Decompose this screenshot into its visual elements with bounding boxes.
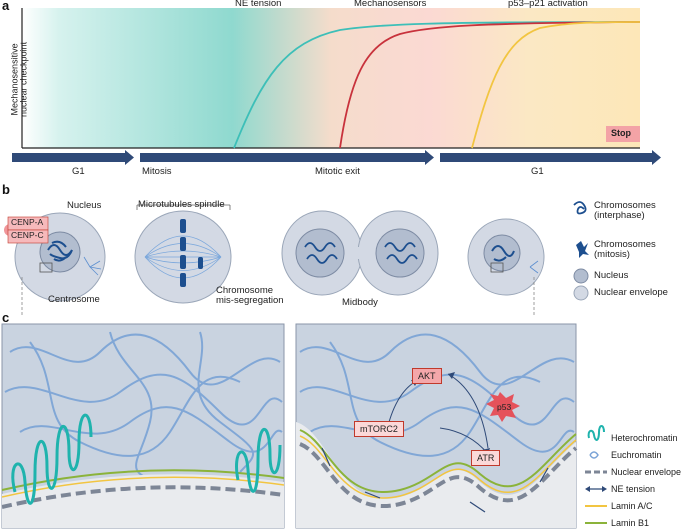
phase-arrow-g1 <box>12 150 134 165</box>
legend-lamin-b1: Lamin B1 <box>611 518 650 528</box>
label-ne-tension: NE tension <box>235 0 282 9</box>
cenp-badge <box>4 216 49 244</box>
plot-background <box>22 8 640 148</box>
missegregation-line2: mis-segregation <box>216 294 284 306</box>
stop-label: Stop <box>611 128 631 138</box>
legend-heterochromatin: Heterochromatin <box>611 433 678 443</box>
nuclear-envelope-legend-icon <box>573 285 589 301</box>
ne-tension-curve <box>233 21 641 149</box>
heterochromatin-legend-icon <box>587 425 605 441</box>
missegregation-label: Chromosome mis-segregation <box>216 286 284 306</box>
checkpoint-timeline-plot <box>12 8 661 165</box>
y-axis-label-line2: nuclear checkpoint <box>19 41 29 117</box>
nucleus-label: Nucleus <box>67 200 102 211</box>
legend-chrom-interphase: Chromosomes (interphase) <box>594 201 656 221</box>
heterochromatin-zoom-box <box>1 323 285 529</box>
p53-p21-curve <box>471 21 641 149</box>
legend-lamin-ac: Lamin A/C <box>611 501 653 511</box>
legend-chrom-mitosis-line2: (mitosis) <box>594 248 630 260</box>
euchromatin-legend-icon <box>589 451 599 459</box>
y-axis-label: Mechanosensitive nuclear checkpoint <box>10 29 30 129</box>
mitotic-cell <box>134 204 232 304</box>
ne-tension-legend-icon <box>585 486 607 492</box>
chromosome-mitosis-legend-icon <box>576 241 589 258</box>
legend-chrom-interphase-line2: (interphase) <box>594 209 645 221</box>
legend-ne-tension: NE tension <box>611 484 656 494</box>
legend-chrom-mitosis: Chromosomes (mitosis) <box>594 240 656 260</box>
panel-letter-a: a <box>2 0 10 13</box>
legend-chrom-interphase-line1: Chromosomes <box>594 200 656 211</box>
legend-nuclear-envelope-c: Nuclear envelope <box>611 467 682 477</box>
phase-arrow-mitosis <box>140 150 434 165</box>
panel-letter-c: c <box>2 310 10 325</box>
p53-label: p53 <box>497 402 512 412</box>
atr-box: ATR <box>471 450 501 466</box>
legend-euchromatin: Euchromatin <box>611 450 662 460</box>
spindle-label: Microtubules spindle <box>138 199 225 210</box>
label-p53-p21: p53–p21 activation <box>508 0 588 9</box>
panel-letter-b: b <box>2 182 10 197</box>
nucleus-legend-icon <box>573 268 589 284</box>
p53-burst <box>486 392 520 422</box>
phase-label-mitosis: Mitosis <box>142 166 172 177</box>
signaling-zoom-box <box>295 323 578 529</box>
legend-nuclear-envelope: Nuclear envelope <box>594 287 668 298</box>
phase-label-g1: G1 <box>72 166 85 177</box>
daughter-cell <box>467 218 545 296</box>
midbody-label: Midbody <box>342 297 378 308</box>
phase-label-mitotic-exit: Mitotic exit <box>315 166 360 177</box>
legend-chrom-mitosis-line1: Chromosomes <box>594 239 656 250</box>
mechanosensors-curve <box>339 21 641 149</box>
dividing-cell <box>281 210 439 296</box>
cell-cycle-illustration <box>4 201 589 317</box>
mtorc2-box: mTORC2 <box>354 421 404 437</box>
chromosome-interphase-legend-icon <box>573 201 587 215</box>
akt-box: AKT <box>412 368 442 384</box>
nuclear-envelope-detail <box>1 323 607 529</box>
cenp-c-label: CENP-C <box>11 230 44 240</box>
missegregation-line1: Chromosome <box>216 285 274 296</box>
cenp-a-label: CENP-A <box>11 217 44 227</box>
stop-marker <box>606 126 640 142</box>
phase-label-g1-late: G1 <box>531 166 544 177</box>
legend-nucleus: Nucleus <box>594 270 629 281</box>
phase-arrow-g1-late <box>440 150 661 165</box>
centrosome-label: Centrosome <box>48 294 100 305</box>
label-mechanosensors: Mechanosensors <box>354 0 427 9</box>
